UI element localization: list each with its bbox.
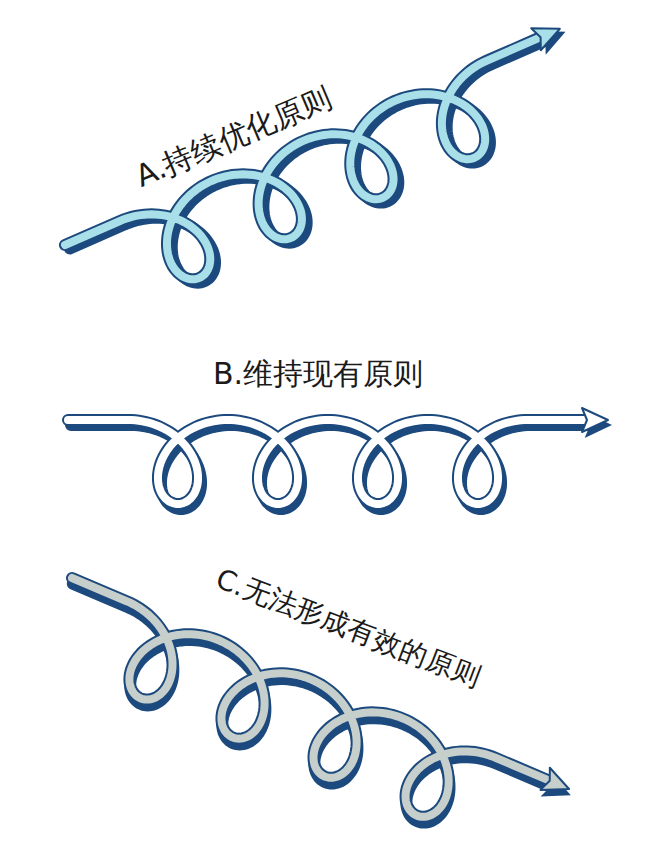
ribbon-outline [65, 38, 573, 322]
spiral-arrow-rising [60, 16, 599, 326]
ribbon-shadow [70, 41, 578, 325]
arrowhead [582, 408, 608, 432]
ribbon-outline [68, 420, 586, 504]
ribbon-shadow [71, 425, 589, 509]
arrowhead [531, 18, 564, 50]
ribbon-fill [68, 420, 586, 504]
arrowhead [540, 768, 573, 800]
ribbon-fill [65, 38, 573, 322]
spiral-arrow-flat [68, 408, 612, 509]
principle-label: B.维持现有原则 [213, 356, 423, 392]
